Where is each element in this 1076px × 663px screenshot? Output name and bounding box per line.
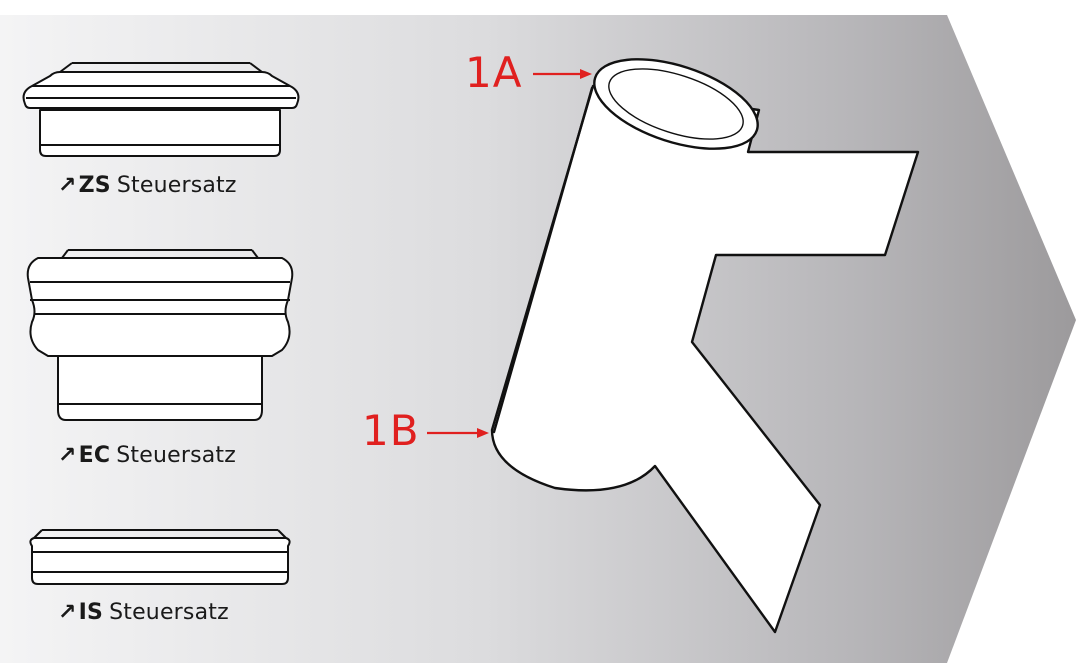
ec-headset-drawing	[26, 249, 294, 421]
arrow-icon: ↗	[58, 173, 77, 198]
callout-1b: 1B	[362, 406, 420, 455]
callout-1a: 1A	[465, 48, 523, 97]
headset-code: ZS	[78, 173, 111, 198]
headset-code: IS	[78, 600, 104, 625]
is-headset-drawing	[29, 529, 291, 585]
headset-name: Steuersatz	[109, 600, 229, 625]
arrow-icon: ↗	[58, 600, 77, 625]
headset-code: EC	[78, 443, 111, 468]
callout-arrows	[427, 69, 592, 438]
headset-name: Steuersatz	[116, 173, 237, 198]
arrow-icon: ↗	[58, 443, 77, 468]
zs-headset-drawing	[22, 62, 300, 157]
headset-name: Steuersatz	[116, 443, 236, 468]
frame-head-tube-drawing	[490, 58, 920, 634]
